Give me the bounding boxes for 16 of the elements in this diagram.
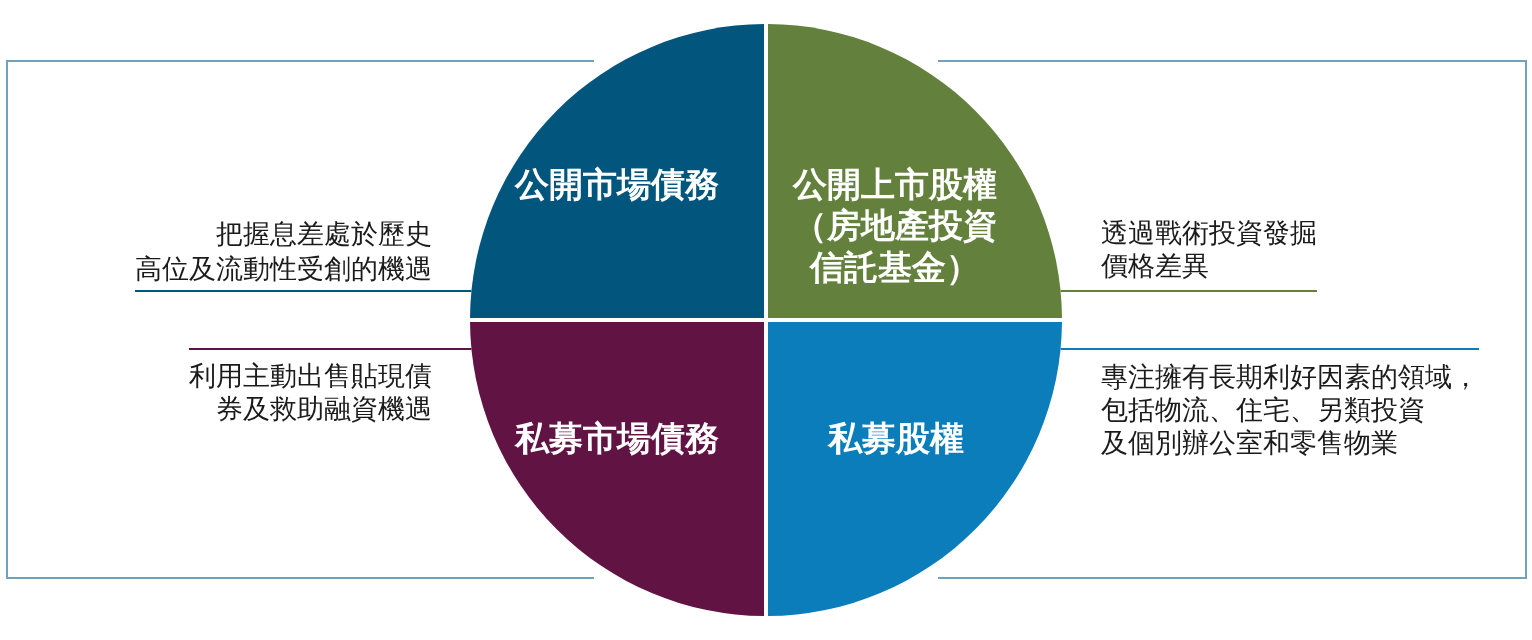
leader-line	[1059, 348, 1480, 350]
leader-line	[134, 290, 473, 292]
quadrant-segment	[470, 24, 764, 318]
quadrant-segment	[768, 24, 1062, 318]
quadrant-label: 私募股權	[828, 418, 964, 460]
leader-line	[1059, 290, 1318, 292]
description-text: 利用主動出售貼現債券及救助融資機遇	[189, 359, 432, 425]
quadrant-label: 公開上市股權（房地產投資信託基金）	[791, 163, 998, 289]
quadrant-segment	[768, 322, 1062, 616]
quadrant-label: 私募市場債務	[515, 418, 719, 460]
description-text: 專注擁有長期利好因素的領域，包括物流、住宅、另類投資及個別辦公室和零售物業	[1101, 360, 1479, 459]
quadrant-label: 公開市場債務	[515, 164, 719, 206]
description-text: 把握息差處於歷史高位及流動性受創的機遇	[135, 216, 432, 286]
description-text: 透過戰術投資發掘價格差異	[1101, 216, 1317, 282]
leader-line	[188, 348, 473, 350]
quadrant-segment	[470, 322, 764, 616]
